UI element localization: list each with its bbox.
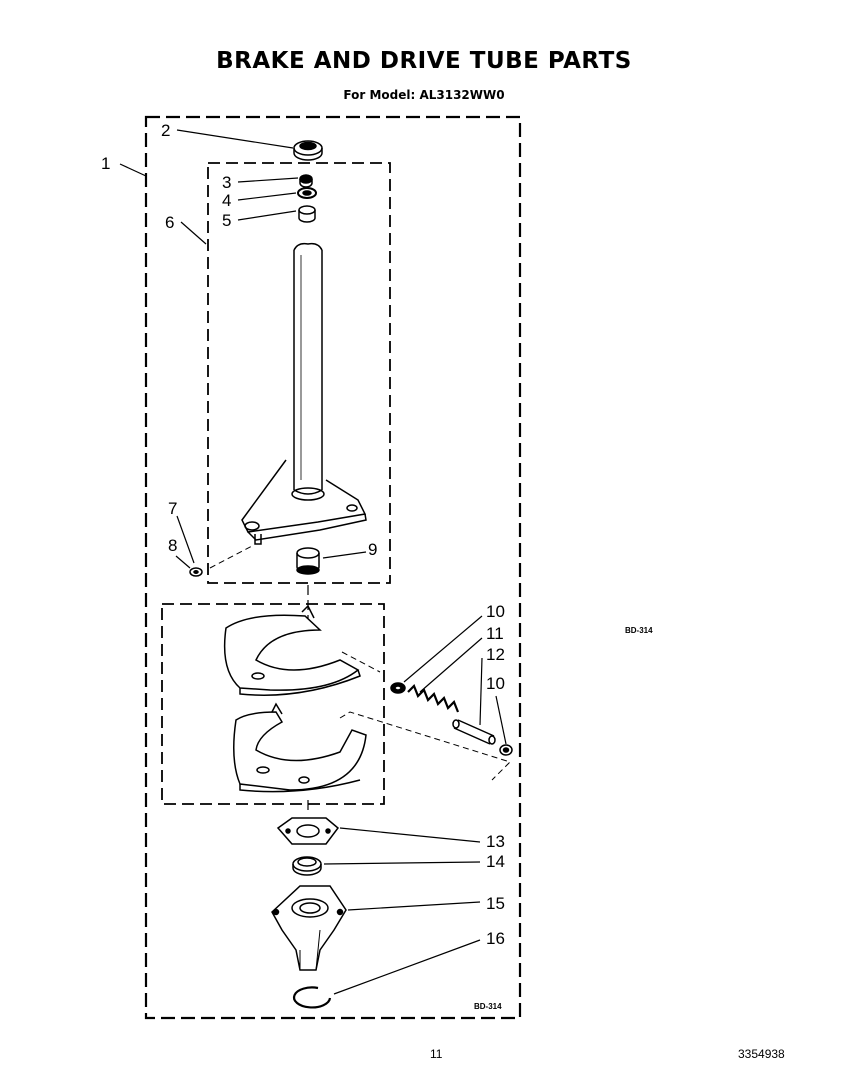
assembly-box-drive-tube [207,162,391,584]
callout-4: 4 [222,191,231,210]
callout-2: 2 [161,121,170,140]
callout-7: 7 [168,499,177,518]
callout-6: 6 [165,213,174,232]
brake-shoe-lower [233,702,367,793]
page-title: BRAKE AND DRIVE TUBE PARTS [216,48,632,74]
callout-11: 11 [486,624,504,643]
diagram-code-side: BD-314 [625,626,653,635]
callout-3: 3 [222,173,231,192]
part-5-bushing [298,205,316,223]
model-subtitle: For Model: AL3132WW0 [343,88,505,102]
brake-shoe-upper [223,604,361,696]
callout-10b: 10 [486,674,505,693]
callout-14: 14 [486,852,505,871]
leader-lines [119,129,507,995]
part-10-ring-lower [499,744,513,756]
part-15-housing [271,885,347,971]
part-4-bearing [297,187,317,199]
assembly-box-brake [161,603,385,805]
callout-labels: 1 2 3 4 5 6 7 8 9 10 11 12 10 13 14 15 1… [101,121,505,1011]
part-9-coupling [296,547,320,575]
callout-16: 16 [486,929,505,948]
part-6-drive-tube [241,242,367,545]
callout-15: 15 [486,894,505,913]
document-number: 3354938 [738,1047,785,1061]
part-14-ring [292,856,322,876]
part-12-pin [452,719,496,745]
callout-12: 12 [486,645,505,664]
callout-13: 13 [486,832,505,851]
page-number: 11 [430,1047,443,1061]
part-3-washer [299,174,313,188]
callout-8: 8 [168,536,177,555]
callout-9: 9 [368,540,377,559]
part-8-washer [189,567,203,577]
callout-10: 10 [486,602,505,621]
part-11-spring [407,684,460,713]
part-16-snap-ring [292,986,332,1009]
diagram-code-inner: BD-314 [474,1002,502,1011]
assembly-box-outer [144,115,522,1020]
callout-1: 1 [101,154,110,173]
callout-5: 5 [222,211,231,230]
part-10-ring-upper [390,682,406,694]
part-2-seal [293,140,323,161]
part-13-plate [276,817,340,845]
